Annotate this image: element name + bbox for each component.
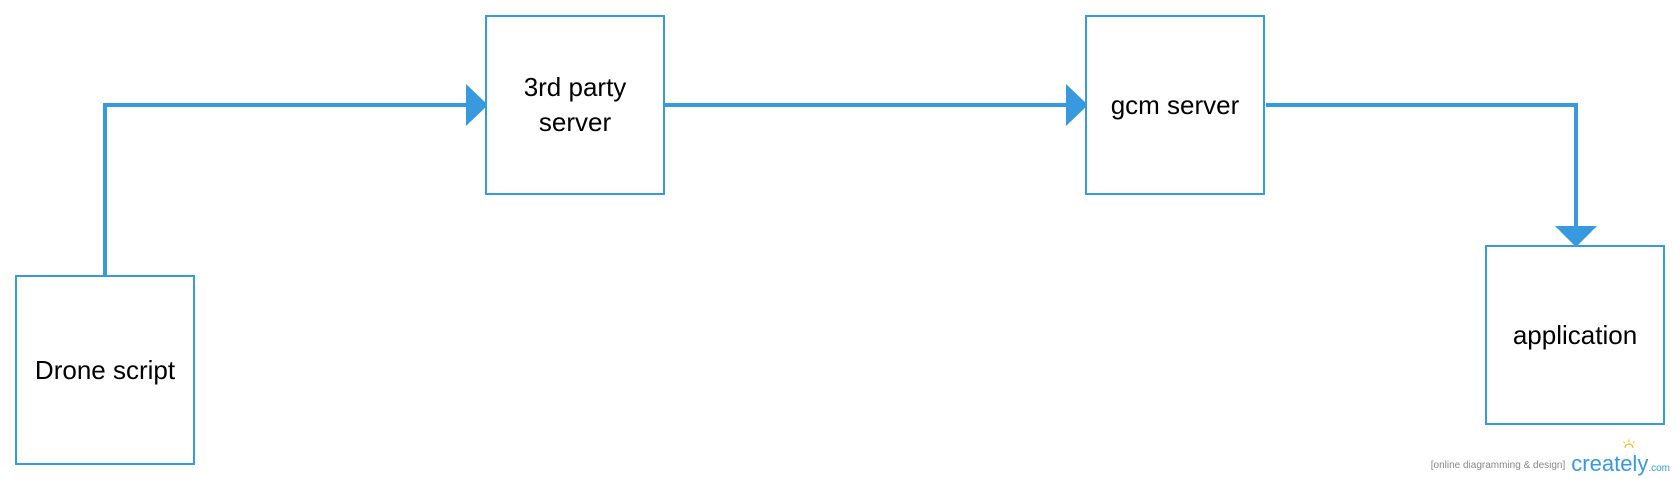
node-label-application: application (1486, 246, 1664, 424)
arrowhead-into-application (1555, 226, 1597, 247)
3rd-party-server-line2: server (538, 107, 612, 137)
gcm-server-text: gcm server (1110, 89, 1240, 120)
node-box-application[interactable] (1485, 245, 1665, 425)
node-box-gcm-server[interactable] (1085, 15, 1265, 195)
node-label-3rd-party-server: 3rd party server (486, 16, 664, 194)
arrowhead-into-gcm (1066, 84, 1088, 126)
3rd-party-server-line1: 3rd party (523, 72, 627, 102)
connector-drone-to-3rd-party (103, 103, 468, 276)
node-box-drone-script[interactable] (15, 275, 195, 465)
node-box-3rd-party-server[interactable] (485, 15, 665, 195)
node-label-gcm-server: gcm server (1086, 16, 1264, 194)
watermark-tagline: [online diagramming & design] (1430, 460, 1566, 471)
creately-watermark: [online diagramming & design] creately.c… (1430, 439, 1670, 477)
connector-gcm-to-application (1266, 103, 1578, 226)
creately-logo-suffix: .com (1648, 463, 1670, 474)
node-label-drone-script: Drone script (16, 276, 194, 464)
arrowhead-into-3rd-party (466, 84, 488, 126)
creately-logo-text: creately (1571, 451, 1649, 476)
drone-script-text: Drone script (34, 354, 176, 385)
creately-logo: creately.com (1571, 439, 1670, 477)
sun-icon (1623, 439, 1636, 449)
application-text: application (1512, 319, 1638, 350)
